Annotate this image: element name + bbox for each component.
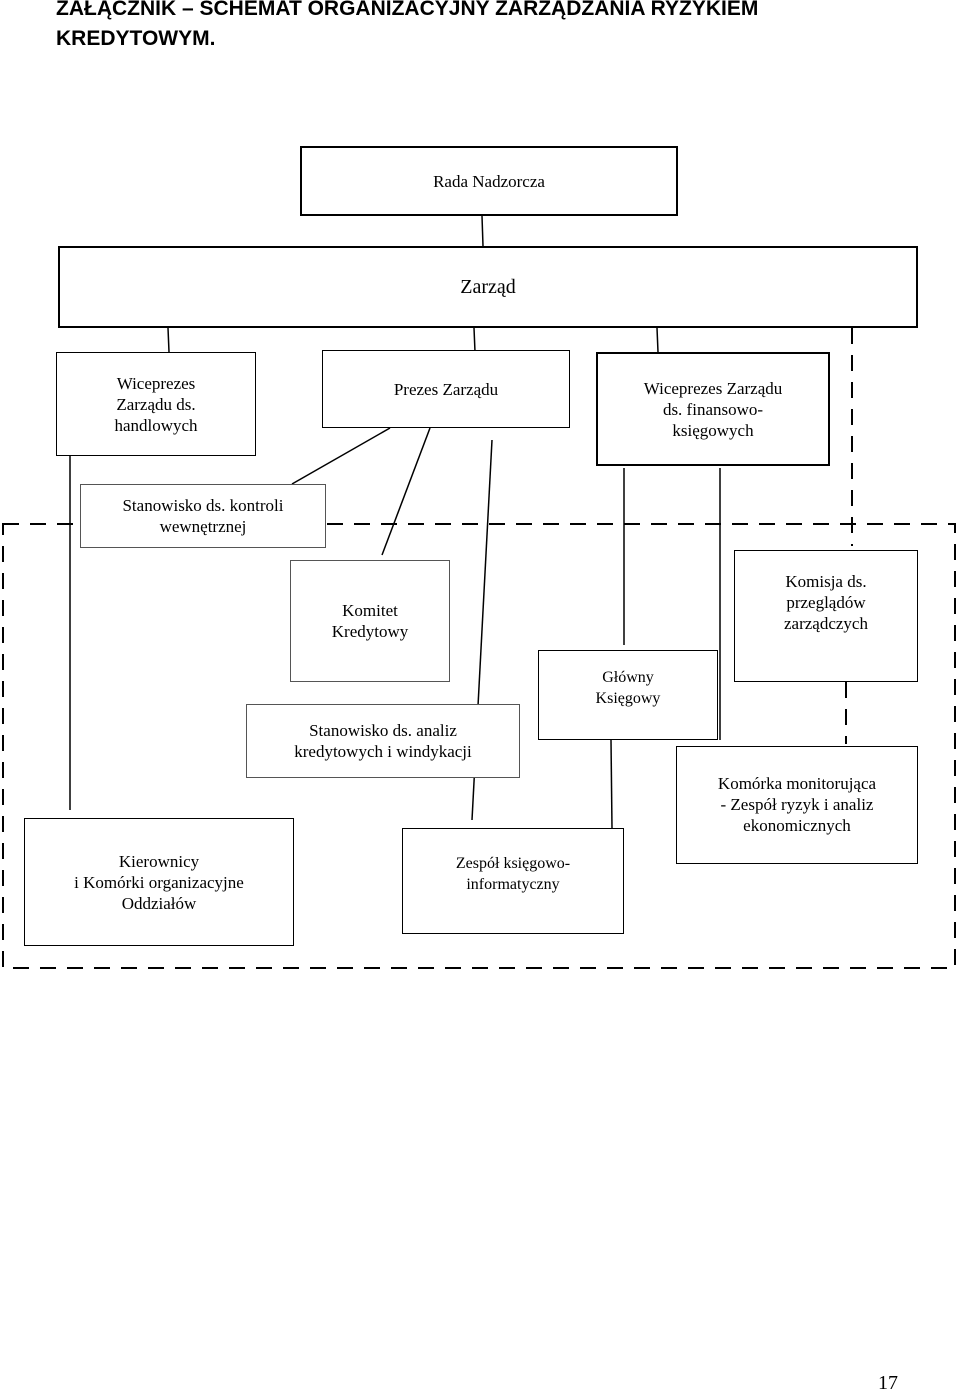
box-prezes-zarzadu: Prezes Zarządu bbox=[322, 350, 570, 428]
label-kierownicy-komorki: Kierownicy i Komórki organizacyjne Oddzi… bbox=[74, 851, 244, 913]
dashed-supervision-region bbox=[2, 523, 956, 969]
box-stanowisko-analiz: Stanowisko ds. analiz kredytowych i wind… bbox=[246, 704, 520, 778]
label-rada-nadzorcza: Rada Nadzorcza bbox=[433, 171, 545, 191]
box-glowny-ksiegowy: Główny Księgowy bbox=[538, 650, 718, 740]
box-wiceprezes-handlowy: Wiceprezes Zarządu ds. handlowych bbox=[56, 352, 256, 456]
label-komitet-kredytowy: Komitet Kredytowy bbox=[331, 601, 409, 641]
label-glowny-ksiegowy: Główny Księgowy bbox=[595, 669, 661, 707]
box-rada-nadzorcza: Rada Nadzorcza bbox=[300, 146, 678, 216]
title-line-1: ZAŁĄCZNIK – SCHEMAT ORGANIZACYJNY ZARZĄD… bbox=[56, 0, 759, 20]
box-zespol-ksiegowo: Zespół księgowo- informatyczny bbox=[402, 828, 624, 934]
box-komitet-kredytowy: Komitet Kredytowy bbox=[290, 560, 450, 682]
label-stanowisko-kontroli: Stanowisko ds. kontroli wewnętrznej bbox=[122, 496, 284, 536]
page-number: 17 bbox=[878, 1372, 898, 1394]
title-line-2: KREDYTOWYM. bbox=[56, 27, 216, 50]
connector-prezes-komitet bbox=[381, 427, 431, 556]
label-wiceprezes-finansowy: Wiceprezes Zarządu ds. finansowo- księgo… bbox=[643, 378, 783, 440]
connector-zarzad-wiceprezes-finansowy bbox=[656, 327, 659, 353]
connector-zarzad-wiceprezes-handlowy bbox=[167, 327, 170, 353]
box-komisja-przegladow: Komisja ds. przeglądów zarządczych bbox=[734, 550, 918, 682]
label-komisja-przegladow: Komisja ds. przeglądów zarządczych bbox=[784, 572, 868, 633]
label-stanowisko-analiz: Stanowisko ds. analiz kredytowych i wind… bbox=[294, 721, 472, 761]
connector-ksiegowy-zespol bbox=[610, 739, 613, 829]
label-wiceprezes-handlowy: Wiceprezes Zarządu ds. handlowych bbox=[114, 373, 198, 435]
label-zespol-ksiegowo: Zespół księgowo- informatyczny bbox=[455, 855, 571, 893]
box-komorka-monitorujaca: Komórka monitorująca - Zespół ryzyk i an… bbox=[676, 746, 918, 864]
label-zarzad: Zarząd bbox=[460, 275, 516, 298]
box-stanowisko-kontroli: Stanowisko ds. kontroli wewnętrznej bbox=[80, 484, 326, 548]
box-kierownicy-komorki: Kierownicy i Komórki organizacyjne Oddzi… bbox=[24, 818, 294, 946]
connector-zarzad-prezes bbox=[473, 327, 476, 353]
connector-rada-zarzad bbox=[481, 215, 484, 247]
box-zarzad: Zarząd bbox=[58, 246, 918, 328]
box-wiceprezes-finansowy: Wiceprezes Zarządu ds. finansowo- księgo… bbox=[596, 352, 830, 466]
label-prezes-zarzadu: Prezes Zarządu bbox=[393, 379, 499, 399]
connector-prezes-kontrola bbox=[291, 427, 391, 485]
label-komorka-monitorujaca: Komórka monitorująca - Zespół ryzyk i an… bbox=[717, 774, 877, 835]
page-title: ZAŁĄCZNIK – SCHEMAT ORGANIZACYJNY ZARZĄD… bbox=[56, 0, 916, 54]
